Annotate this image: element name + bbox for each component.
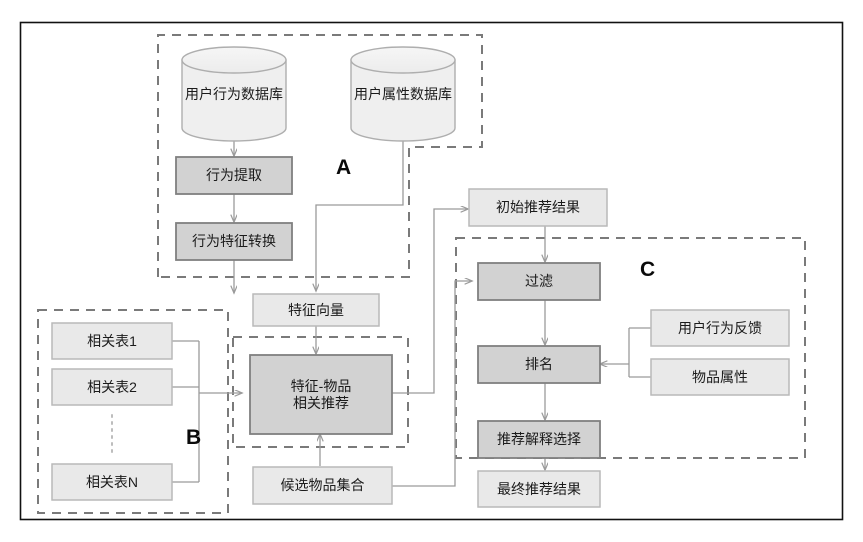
candidate-item-set-shape — [252, 466, 393, 505]
relation-table-2-shape — [51, 368, 173, 406]
recommend-explain-select-shape — [477, 420, 601, 459]
initial-recommend-result-shape — [468, 188, 608, 227]
group-a-dashed-boundary — [157, 34, 483, 278]
behavior-feature-convert-shape — [175, 222, 293, 261]
group-c-letter: C — [640, 258, 656, 281]
relation-table-1-shape — [51, 322, 173, 360]
user-behavior-db-shape — [181, 46, 287, 142]
group-a-letter: A — [336, 156, 352, 179]
user-attribute-db-shape — [350, 46, 456, 142]
user-behavior-feedback-shape — [650, 309, 790, 347]
edge-candidate-to-filter — [392, 281, 472, 487]
ranking-shape — [477, 345, 601, 384]
group-b-dashed-boundary — [37, 309, 229, 514]
group-b-letter: B — [186, 426, 202, 449]
item-attribute-shape — [650, 358, 790, 396]
outer-frame — [19, 21, 844, 521]
group-c-dashed-boundary — [455, 237, 806, 459]
edge-core-to-initial — [392, 209, 468, 394]
filter-shape — [477, 262, 601, 301]
feature-item-recommend-shape — [249, 354, 393, 435]
final-recommend-result-shape — [477, 470, 601, 508]
edge-attributedb-to-featurevector — [316, 138, 404, 291]
behavior-extraction-shape — [175, 156, 293, 195]
relation-table-n-shape — [51, 463, 173, 501]
feature-vector-shape — [252, 293, 380, 327]
